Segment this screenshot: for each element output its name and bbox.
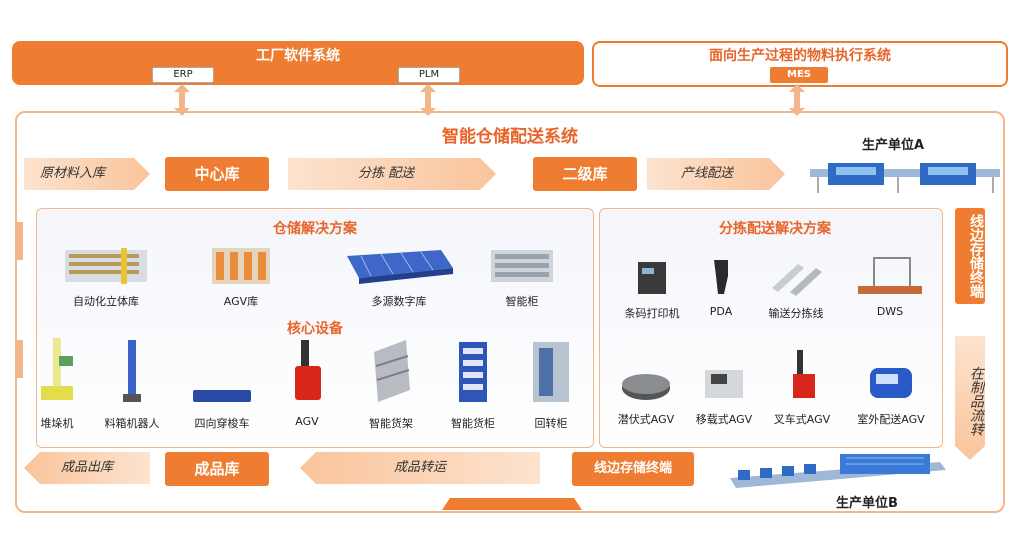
line-delivery-arrow: 产线配送 [647, 158, 785, 190]
tote-robot: 料箱机器人 [94, 336, 170, 431]
four-way-shuttle-image [193, 390, 251, 402]
tote-robot-image [123, 340, 141, 402]
smart-shelf: 智能货架 [354, 336, 428, 431]
line-storage-terminal-box: 线边存储终端 [572, 452, 694, 486]
agv-warehouse-image [212, 248, 270, 284]
conveyor-sorting-line: 输送分拣线 [760, 256, 832, 321]
mes-chip: MES [770, 67, 828, 83]
raw-material-in-arrow: 原材料入库 [24, 158, 150, 190]
warehouse-solution-title: 仓储解决方案 [273, 221, 357, 237]
outdoor-delivery-agv-image [870, 368, 912, 398]
product-depot: 成品库 [165, 452, 269, 486]
product-out-arrow: 成品出库 [24, 452, 150, 484]
production-line-b-image [730, 454, 946, 488]
wip-flow-arrow: 在制品流转 [955, 336, 985, 460]
agv-warehouse: AGV库 [196, 246, 286, 309]
pda: PDA [696, 256, 746, 318]
transfer-agv: 移载式AGV [688, 364, 760, 427]
factory-software-title: 工厂软件系统 [256, 48, 340, 64]
erp-double-arrow-icon [174, 84, 190, 116]
sorting-solution-panel [599, 208, 943, 448]
smart-locker-image [459, 342, 487, 402]
transfer-agv-image [705, 370, 743, 398]
production-line-a-image [810, 163, 1000, 193]
multi-source-digital-warehouse-image [347, 250, 453, 284]
unit-b-label: 生产单位B [836, 496, 898, 511]
main-frame [15, 111, 1005, 513]
smart-cabinet-image [491, 250, 553, 282]
smart-locker: 智能货柜 [436, 336, 510, 431]
frame-left-tab [15, 222, 23, 260]
forklift-agv-image [793, 350, 815, 398]
frame-left-tab-2 [15, 340, 23, 378]
product-transfer-arrow: 成品转运 [300, 452, 540, 484]
forklift-agv: 叉车式AGV [766, 348, 838, 427]
auto-stereo-warehouse: 自动化立体库 [56, 246, 156, 309]
core-equipment-title: 核心设备 [287, 321, 343, 337]
warehouse-solution-panel [36, 208, 594, 448]
pda-scanner-image [714, 260, 728, 294]
rotary-cabinet-image [533, 342, 569, 402]
line-storage-terminal-vertical: 线边存储终端 [955, 208, 985, 304]
outdoor-delivery-agv: 室外配送AGV [846, 364, 936, 427]
four-way-shuttle: 四向穿梭车 [184, 336, 260, 431]
secondary-depot: 二级库 [533, 157, 637, 191]
sorting-solution-title: 分拣配送解决方案 [719, 221, 831, 237]
latent-agv: 潜伏式AGV [610, 364, 682, 427]
stacker-crane-image [41, 338, 73, 400]
barcode-printer-image [638, 262, 666, 294]
factory-software-bar [12, 41, 584, 85]
stacker-crane: 堆垛机 [32, 336, 82, 431]
erp-chip: ERP [152, 67, 214, 83]
connector-arrows [174, 84, 805, 116]
agv-device: AGV [284, 336, 330, 428]
smart-cabinet: 智能柜 [480, 246, 564, 309]
frame-bottom-tab [442, 498, 582, 510]
dws: DWS [850, 256, 930, 318]
main-title: 智能仓储配送系统 [442, 127, 578, 147]
plm-chip: PLM [398, 67, 460, 83]
plm-double-arrow-icon [420, 84, 436, 116]
agv-device-image [295, 340, 321, 400]
unit-a-label: 生产单位A [862, 138, 925, 153]
smart-shelf-image [374, 340, 410, 402]
rotary-cabinet: 回转柜 [516, 336, 586, 431]
conveyor-sorting-line-image [772, 264, 822, 296]
mes-double-arrow-icon [789, 84, 805, 116]
auto-stereo-warehouse-image [65, 248, 147, 284]
latent-agv-image [622, 374, 670, 400]
dws-image [858, 257, 922, 294]
central-depot: 中心库 [165, 157, 269, 191]
barcode-printer: 条码打印机 [616, 256, 688, 321]
mes-title: 面向生产过程的物料执行系统 [709, 48, 891, 64]
sorting-delivery-arrow: 分拣 配送 [288, 158, 496, 190]
multi-source-digital-warehouse: 多源数字库 [334, 246, 464, 309]
